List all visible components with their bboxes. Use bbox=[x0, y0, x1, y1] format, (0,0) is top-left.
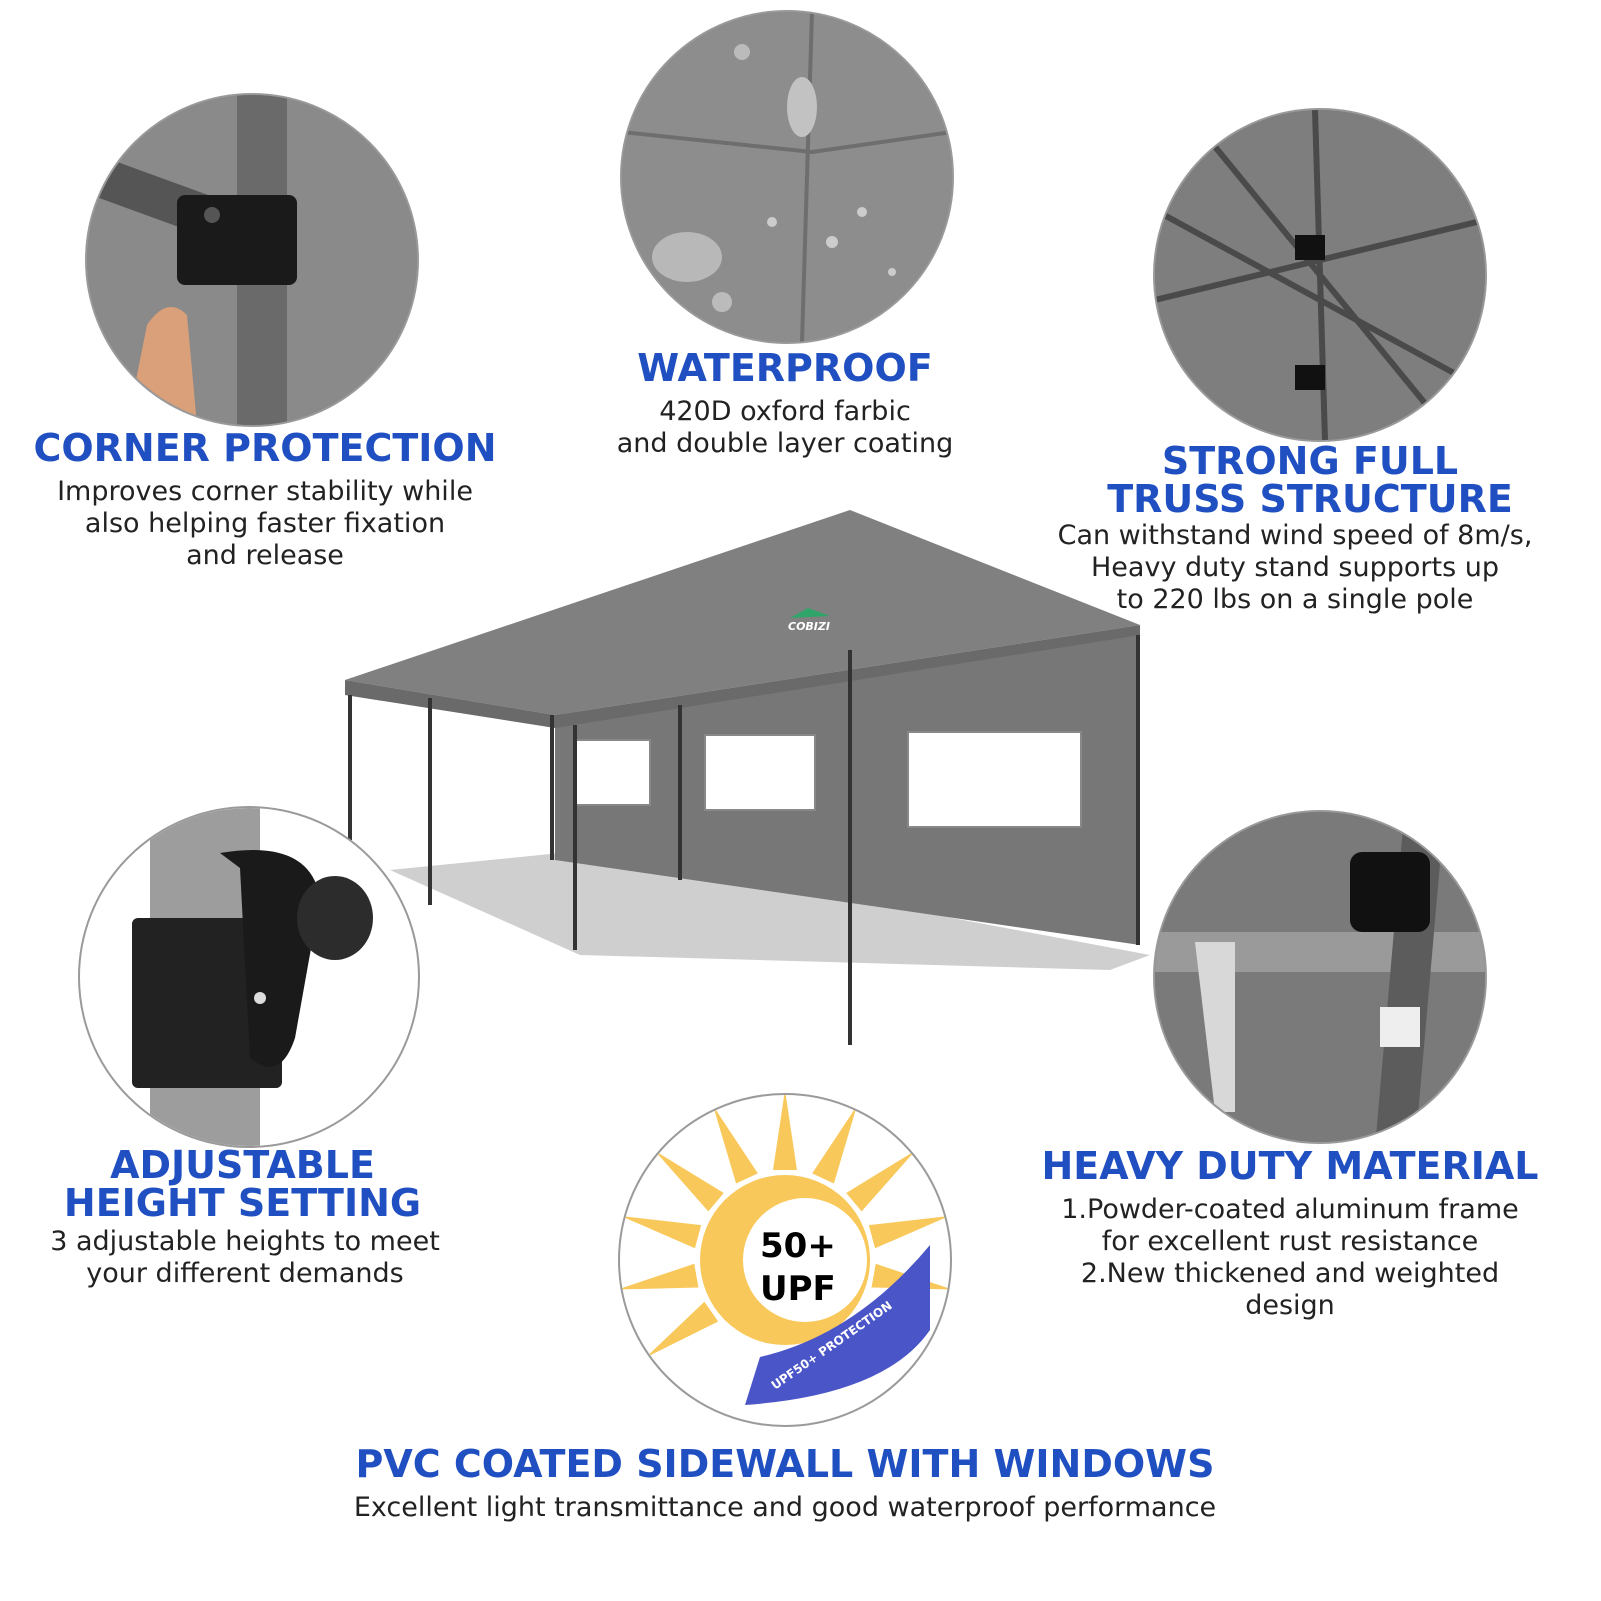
sidewall-windows bbox=[574, 731, 1082, 828]
sidewall bbox=[555, 630, 1140, 945]
corner-protection-title: CORNER PROTECTION bbox=[33, 426, 497, 470]
title-line: ADJUSTABLE bbox=[110, 1143, 375, 1187]
upf-badge: 50+ UPF UPF50+ PROTECTION bbox=[618, 1093, 952, 1427]
badge-top-text: 50+ bbox=[760, 1226, 836, 1266]
badge-bottom-text: UPF bbox=[760, 1269, 836, 1309]
tent-poles bbox=[348, 635, 1140, 1045]
truss-structure-text: Can withstand wind speed of 8m/s, Heavy … bbox=[1010, 520, 1580, 616]
text-line: also helping faster fixation bbox=[84, 508, 446, 539]
sidewall-text: Excellent light transmittance and good w… bbox=[353, 1492, 1217, 1523]
tent-shadow bbox=[390, 850, 1150, 970]
heavy-duty-text: 1.Powder-coated aluminum frame for excel… bbox=[1000, 1194, 1580, 1322]
brand-text: COBIZI bbox=[788, 620, 830, 633]
text-line: and release bbox=[186, 540, 344, 571]
canopy-roof bbox=[345, 510, 1140, 715]
title-line: STRONG FULL bbox=[1161, 439, 1459, 483]
text-line: and double layer coating bbox=[616, 428, 954, 459]
text-line: Heavy duty stand supports up bbox=[1091, 552, 1499, 583]
brand-logo: COBIZI bbox=[788, 608, 830, 633]
text-line: Improves corner stability while bbox=[57, 476, 473, 507]
water-droplets-illustration bbox=[622, 12, 952, 342]
sun-upf-icon: 50+ UPF UPF50+ PROTECTION bbox=[620, 1095, 950, 1405]
sidewall-title: PVC COATED SIDEWALL WITH WINDOWS bbox=[355, 1442, 1215, 1486]
waterproof-text: 420D oxford farbic and double layer coat… bbox=[560, 396, 1010, 460]
text-line: 420D oxford farbic bbox=[659, 396, 911, 427]
heavy-duty-title: HEAVY DUTY MATERIAL bbox=[1041, 1144, 1539, 1188]
text-line: 3 adjustable heights to meet bbox=[50, 1226, 440, 1257]
waterproof-title: WATERPROOF bbox=[637, 346, 933, 390]
height-lock-illustration bbox=[132, 808, 373, 1146]
title-line: TRUSS STRUCTURE bbox=[1107, 477, 1513, 521]
text-line: 1.Powder-coated aluminum frame bbox=[1061, 1194, 1519, 1225]
adjustable-height-photo bbox=[78, 806, 420, 1148]
text-line: to 220 lbs on a single pole bbox=[1116, 584, 1474, 615]
title-line: HEIGHT SETTING bbox=[63, 1181, 422, 1225]
corner-protection-photo bbox=[85, 93, 419, 427]
waterproof-photo bbox=[620, 10, 954, 344]
truss-structure-title: STRONG FULL TRUSS STRUCTURE bbox=[1060, 442, 1560, 518]
text-line: for excellent rust resistance bbox=[1101, 1226, 1479, 1257]
canopy-tent-illustration: COBIZI bbox=[345, 510, 1150, 1045]
text-line: your different demands bbox=[86, 1258, 404, 1289]
text-line: design bbox=[1245, 1290, 1335, 1321]
corner-bracket-illustration bbox=[87, 95, 417, 425]
heavy-duty-photo bbox=[1153, 810, 1487, 1144]
adjustable-height-text: 3 adjustable heights to meet your differ… bbox=[5, 1226, 485, 1290]
adjustable-height-title: ADJUSTABLE HEIGHT SETTING bbox=[10, 1146, 475, 1222]
corner-protection-text: Improves corner stability while also hel… bbox=[0, 476, 530, 572]
frame-joint-illustration bbox=[1155, 812, 1485, 1142]
truss-structure-photo bbox=[1153, 108, 1487, 442]
text-line: Can withstand wind speed of 8m/s, bbox=[1057, 520, 1533, 551]
truss-frame-illustration bbox=[1155, 110, 1485, 440]
text-line: 2.New thickened and weighted bbox=[1080, 1258, 1500, 1289]
